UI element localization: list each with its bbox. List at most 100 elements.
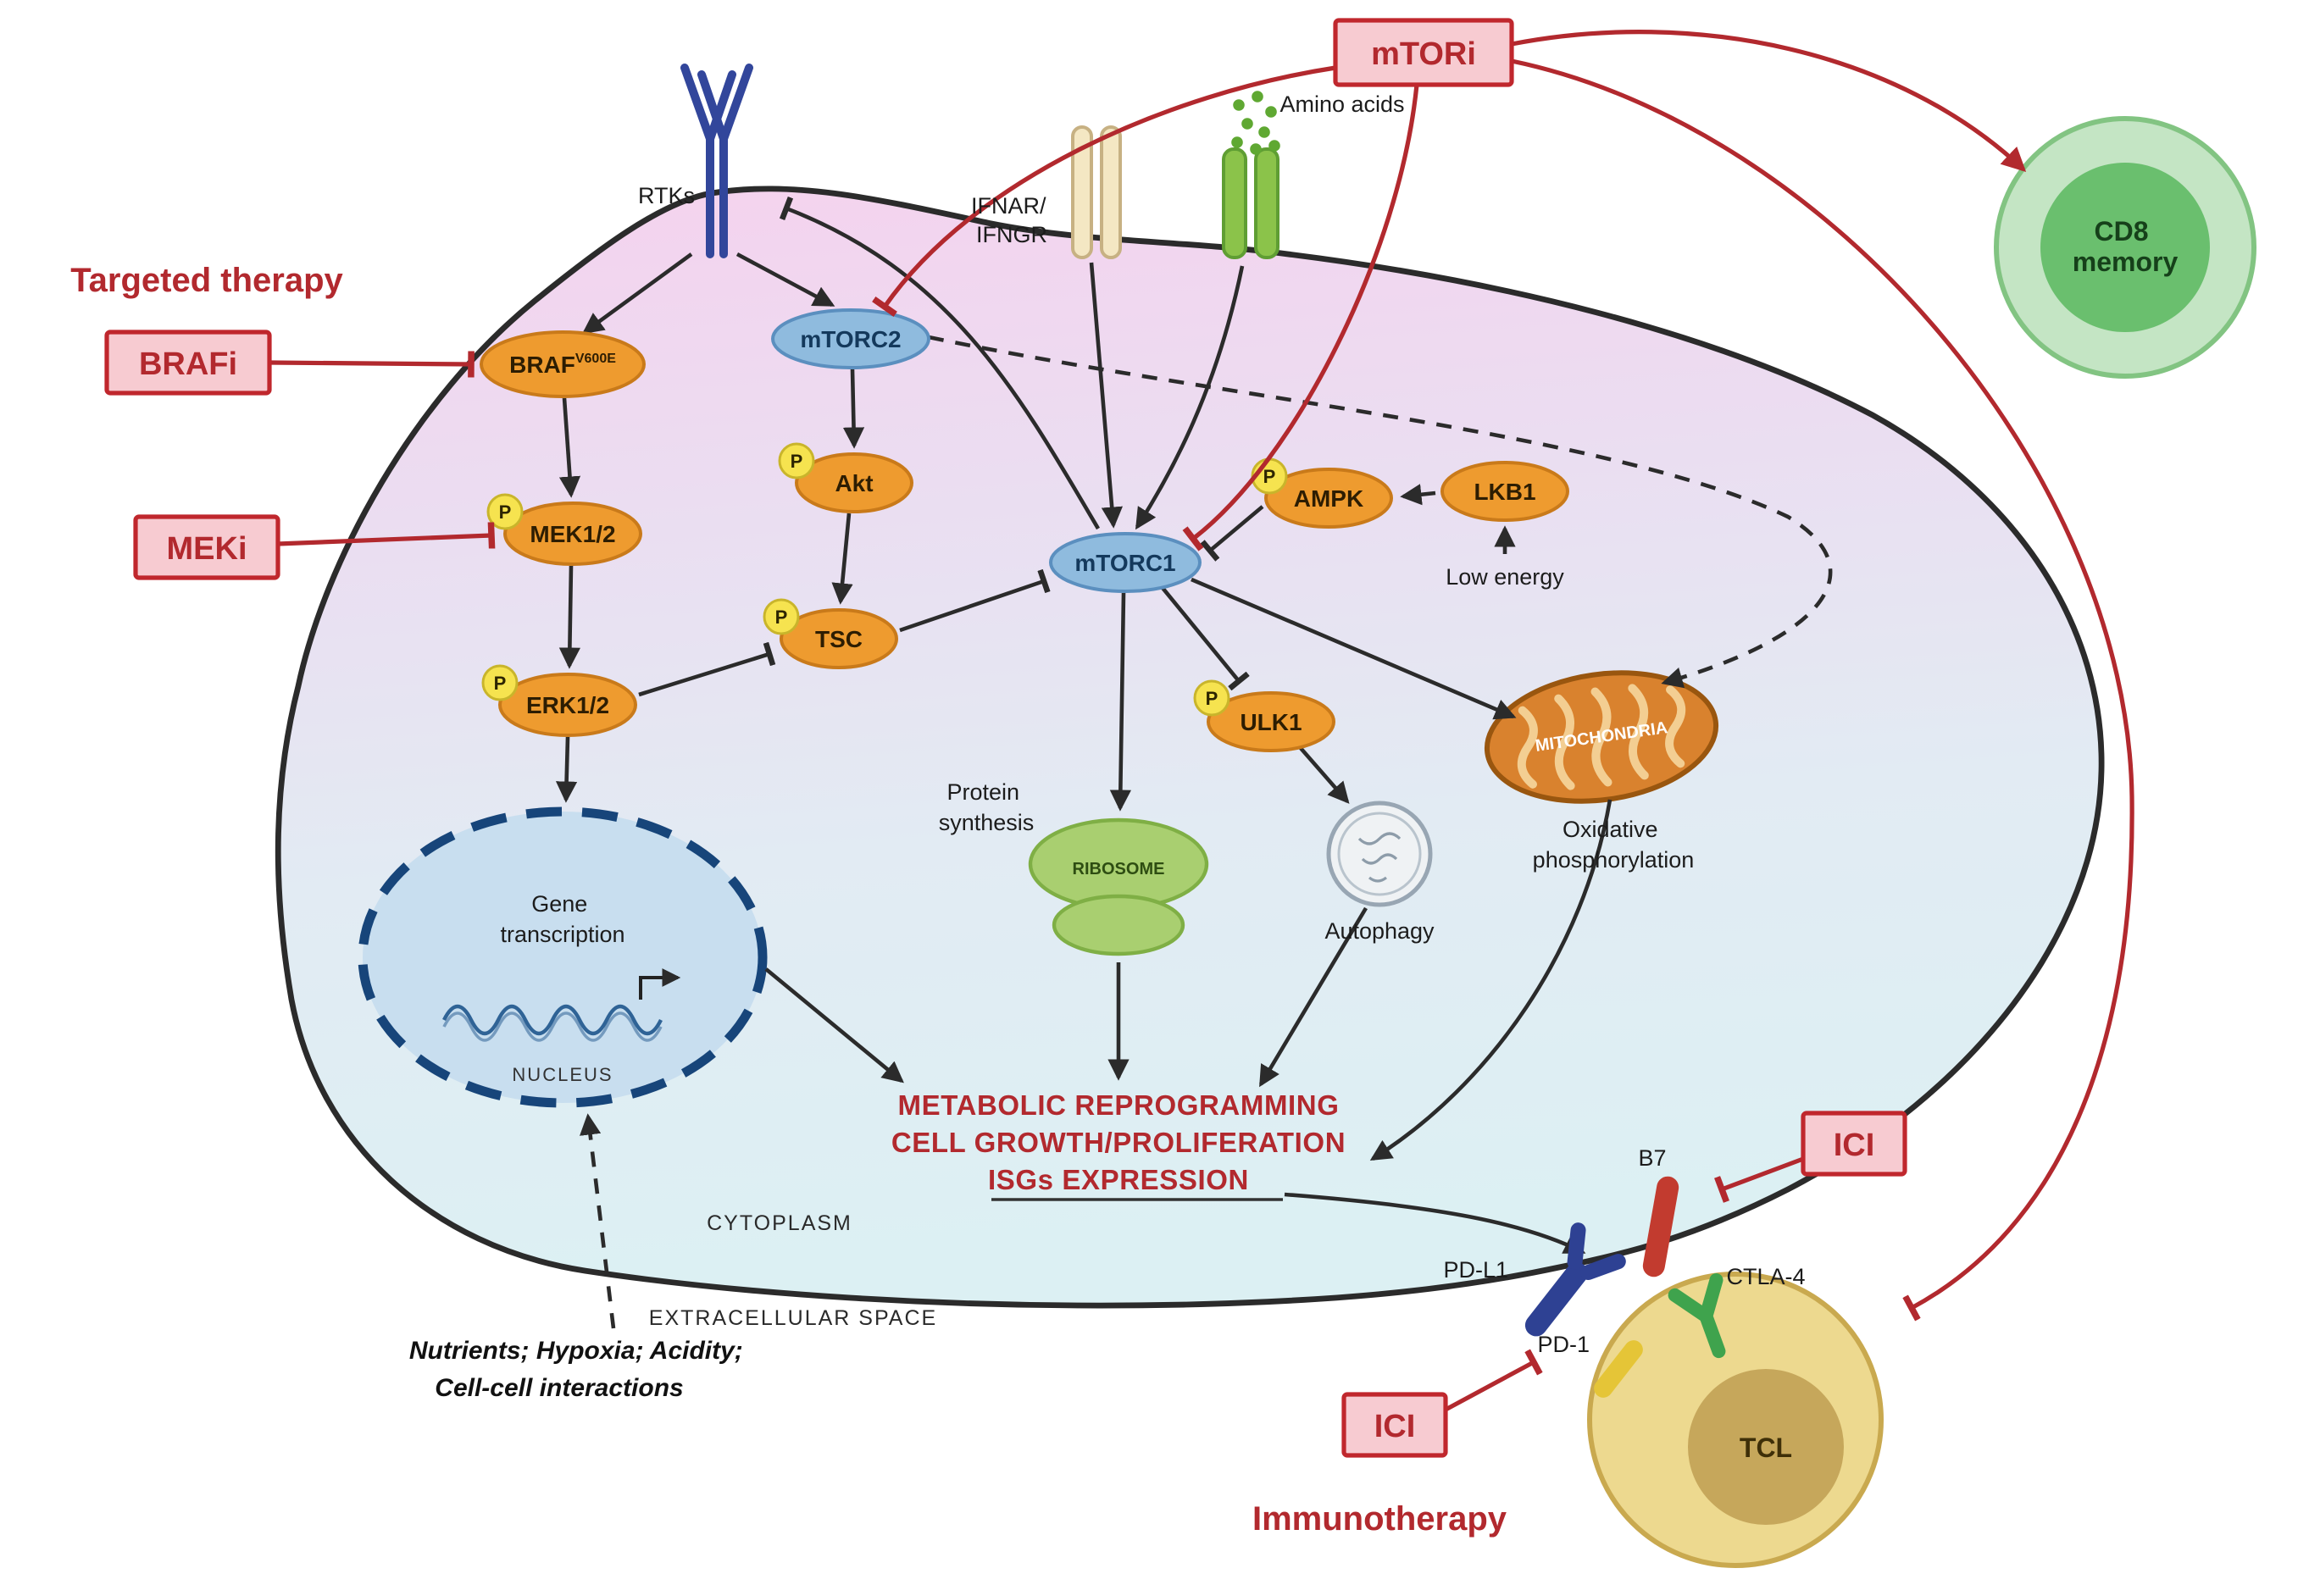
ici-inhibit-ctla4 (1714, 1156, 1804, 1203)
arrow-outcomes-to-receptors (1284, 1192, 1586, 1255)
b7-label: B7 (1638, 1145, 1666, 1171)
mek-label: MEK1/2 (530, 521, 615, 547)
transporter-chain-1 (1222, 147, 1247, 259)
node-akt (795, 452, 913, 513)
immunotherapy-title: Immunotherapy (1252, 1500, 1507, 1538)
brafi-box (104, 330, 272, 396)
arrow-erk-to-nucleus (555, 736, 578, 803)
p-badge-mek (486, 493, 524, 530)
amino-acid-dots (1231, 91, 1280, 155)
mitochondria-cristae (1517, 684, 1686, 790)
text-labels: Targeted therapy Immunotherapy RTKs IFNA… (70, 91, 1805, 1538)
nucleus-label: NUCLEUS (512, 1064, 613, 1085)
arrow-mtorc1-to-mitochondria (1191, 577, 1517, 720)
targeted-therapy-title: Targeted therapy (70, 262, 343, 299)
transcription-start-arrow (639, 968, 681, 1000)
cd8-memory-cell: CD8 memory (1994, 116, 2256, 379)
immune-checkpoint-receptors (1524, 1176, 1726, 1398)
pdl1-label: PD-L1 (1443, 1257, 1508, 1283)
gene-transcription-label: Gene transcription (500, 891, 624, 947)
meki-label: MEKi (167, 531, 247, 567)
mitochondria: MITOCHONDRIA (1484, 670, 1719, 804)
rtks-label: RTKs (638, 183, 695, 208)
ctla4-receptor (1668, 1273, 1726, 1359)
ici-box-bottom (1341, 1392, 1448, 1458)
rtk-chain-left-arm (706, 70, 736, 143)
outcome-line1: METABOLIC REPROGRAMMING (898, 1089, 1340, 1121)
lkb1-label: LKB1 (1474, 479, 1535, 505)
ctla4-label: CTLA-4 (1726, 1264, 1805, 1289)
arrow-ulk1-to-autophagy (1298, 745, 1350, 804)
b7-receptor (1642, 1176, 1679, 1277)
pathway-nodes: P P P P P P mTORC2 BRAFV600E Akt MEK1/2 … (480, 308, 1569, 752)
mtori-promote-cd8 (1511, 29, 2027, 172)
arrow-akt-to-tsc (831, 513, 853, 605)
tcl-cell: TCL (1587, 1272, 1884, 1568)
cytoplasm-label: CYTOPLASM (707, 1211, 852, 1235)
arrow-autophagy-to-outcomes (1259, 906, 1368, 1088)
mtori-inhibit-mtorc1 (1182, 84, 1419, 551)
node-mtorc2 (771, 308, 930, 369)
cd8-cell-nucleus (2040, 163, 2210, 332)
autophagy-label: Autophagy (1324, 918, 1435, 944)
rtk-chain-right-arm (719, 64, 753, 143)
p-label-tsc: P (775, 607, 788, 628)
p-label-ampk: P (1263, 466, 1276, 487)
dna-strand (442, 1004, 663, 1036)
p-label-erk: P (494, 673, 507, 694)
microenvironment-label: Nutrients; Hypoxia; Acidity; Cell-cell i… (409, 1337, 750, 1402)
oxphos-label: Oxidative phosphorylation (1533, 817, 1695, 873)
ifnar-chain-1 (1071, 125, 1093, 259)
autophagosome-inner (1337, 812, 1422, 896)
node-lkb1 (1440, 461, 1569, 522)
node-mtorc1 (1049, 532, 1202, 593)
mtorc2-label: mTORC2 (800, 326, 901, 352)
therapy-inhibition-lines (269, 29, 2134, 1412)
dashed-arrow-microenv-to-nucleus (580, 1113, 616, 1329)
transporter-chain-2 (1254, 147, 1279, 259)
p-badge-akt (778, 442, 815, 479)
protein-synthesis-label: Protein synthesis (939, 779, 1035, 835)
p-badge-erk (481, 664, 519, 701)
outcome-line3: ISGs EXPRESSION (988, 1164, 1249, 1195)
ampk-label: AMPK (1294, 485, 1363, 512)
node-ampk (1264, 468, 1393, 529)
nucleus (358, 806, 768, 1108)
p-badge-tsc (763, 598, 800, 635)
meki-box (133, 514, 280, 580)
meki-inhibit-line (277, 522, 496, 549)
mtori-inhibit-tcl (1511, 58, 2134, 1322)
arrow-mitochondria-to-outcomes (1369, 799, 1612, 1161)
node-mek (503, 502, 642, 566)
arrow-nucleus-to-outcomes (764, 967, 904, 1083)
ifnar-chain-2 (1100, 125, 1122, 259)
arrow-mek-to-erk (558, 565, 581, 669)
arrow-aminoacids-to-mtorc1 (1135, 265, 1245, 530)
tcl-cell-nucleus (1688, 1369, 1844, 1525)
feedback-mtorc1-to-rtk (779, 196, 1100, 530)
mtori-box (1333, 18, 1514, 87)
erk-label: ERK1/2 (526, 692, 609, 718)
mtorc1-label: mTORC1 (1074, 550, 1175, 576)
arrow-ifnar-to-mtorc1 (1089, 262, 1124, 529)
amino-acid-transporter (1222, 91, 1280, 259)
p-label-mek: P (499, 502, 512, 523)
outcome-line2: CELL GROWTH/PROLIFERATION (891, 1127, 1346, 1158)
autophagosome-outer (1326, 801, 1433, 907)
brafi-inhibit-line (269, 351, 475, 378)
tsc-label: TSC (815, 626, 863, 652)
p-label-ulk1: P (1206, 688, 1218, 709)
braf-label: BRAFV600E (509, 352, 616, 378)
pdl1-receptor (1524, 1222, 1626, 1337)
node-tsc (780, 608, 898, 669)
ribosome-small-subunit (1052, 894, 1185, 956)
ifnar-label: IFNAR/ IFNGR (971, 193, 1052, 247)
akt-label: Akt (835, 470, 873, 496)
arrow-mtorc2-to-akt (842, 369, 865, 449)
arrow-rtk-to-mtorc2 (735, 252, 835, 308)
inhibit-mtorc1-to-ulk1 (1161, 586, 1250, 691)
ici-bottom-label: ICI (1374, 1409, 1416, 1444)
mtori-label: mTORi (1371, 36, 1476, 72)
